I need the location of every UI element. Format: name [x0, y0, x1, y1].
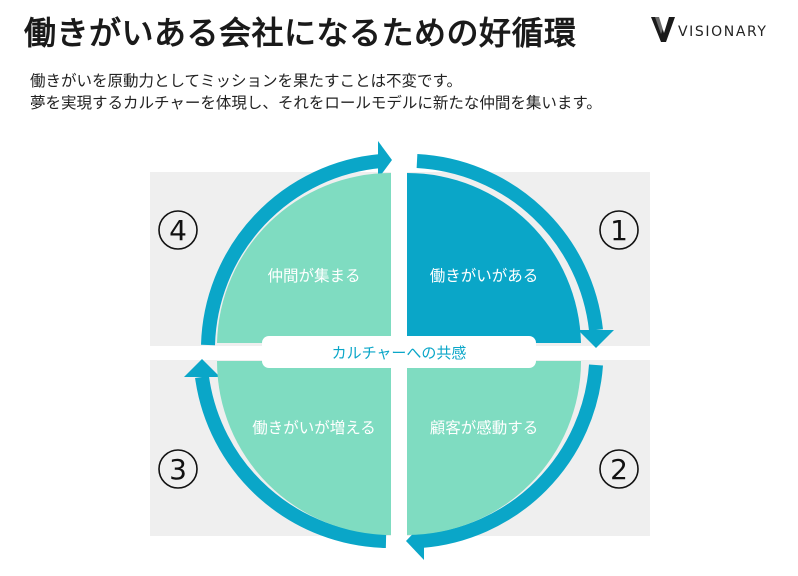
quadrant-4-wedge: [217, 173, 391, 343]
ring-arc-bottom-left: [195, 376, 387, 548]
ring-arc-bottom-right: [420, 364, 603, 548]
number-3: 3: [169, 453, 187, 486]
quadrant-3-wedge: [217, 361, 391, 535]
number-1: 1: [610, 214, 628, 247]
number-4: 4: [169, 214, 187, 247]
intro-line-1: 働きがいを原動力としてミッションを果たすことは不変です。: [30, 72, 462, 90]
ring-arc-top-left: [201, 154, 382, 346]
number-badge-2: 2: [599, 449, 639, 489]
ring-arc-top-right: [416, 154, 603, 331]
center-label: カルチャーへの共感: [332, 344, 467, 362]
quadrant-2-label: 顧客が感動する: [430, 419, 539, 437]
quadrant-1-label: 働きがいがある: [430, 267, 539, 285]
number-badge-1: 1: [599, 210, 639, 250]
number-badge-3: 3: [158, 449, 198, 489]
arrow-head-left: [184, 359, 220, 377]
quadrant-1-wedge: [407, 173, 581, 343]
logo: VISIONARY: [650, 14, 768, 44]
center-pill: [262, 336, 536, 368]
quadrant-2-wedge: [407, 361, 581, 535]
intro-line-2: 夢を実現するカルチャーを体現し、それをロールモデルに新たな仲間を集います。: [30, 94, 602, 112]
page-title: 働きがいある会社になるための好循環: [24, 14, 577, 52]
number-2: 2: [610, 453, 628, 486]
number-badge-4: 4: [158, 210, 198, 250]
arrow-head-top: [378, 141, 392, 179]
arrow-head-right: [578, 330, 614, 348]
quadrant-3-label: 働きがいが増える: [252, 419, 376, 437]
intro-text: 働きがいを原動力としてミッションを果たすことは不変です。 夢を実現するカルチャー…: [30, 70, 602, 114]
logo-v-icon: [651, 17, 675, 42]
quadrant-4-label: 仲間が集まる: [267, 267, 360, 285]
logo-text: VISIONARY: [678, 24, 768, 40]
